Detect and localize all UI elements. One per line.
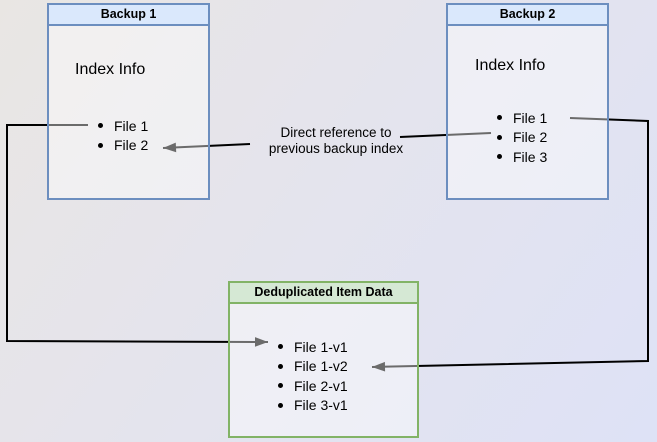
backup2-title: Backup 2 bbox=[448, 5, 607, 26]
file-entry: File 3-v1 bbox=[294, 397, 348, 414]
file-entry: File 3 bbox=[513, 148, 548, 165]
bullet-icon bbox=[278, 402, 283, 408]
reference-edge-label-line1: Direct reference to bbox=[280, 125, 392, 140]
list-item: File 1 bbox=[98, 116, 148, 136]
backup1-title: Backup 1 bbox=[49, 5, 208, 26]
bullet-icon bbox=[98, 123, 103, 129]
list-item: File 1-v2 bbox=[278, 357, 348, 377]
dedup-box: Deduplicated Item Data bbox=[228, 281, 419, 438]
bullet-icon bbox=[278, 344, 283, 350]
file-entry: File 1-v2 bbox=[294, 358, 348, 375]
list-item: File 3-v1 bbox=[278, 396, 348, 416]
bullet-icon bbox=[98, 142, 103, 148]
file-entry: File 1 bbox=[513, 109, 548, 126]
bullet-icon bbox=[278, 363, 283, 369]
backup2-box: Backup 2 bbox=[446, 3, 609, 200]
bullet-icon bbox=[497, 134, 502, 140]
reference-edge-label: Direct reference to previous backup inde… bbox=[246, 125, 426, 156]
reference-edge-label-line2: previous backup index bbox=[268, 140, 404, 156]
file-entry: File 2 bbox=[114, 137, 149, 154]
file-entry: File 1 bbox=[114, 117, 149, 134]
list-item: File 1-v1 bbox=[278, 337, 348, 357]
bullet-icon bbox=[278, 383, 283, 389]
list-item: File 2-v1 bbox=[278, 376, 348, 396]
list-item: File 2 bbox=[497, 128, 547, 148]
list-item: File 3 bbox=[497, 147, 547, 167]
file-entry: File 1-v1 bbox=[294, 338, 348, 355]
dedup-title: Deduplicated Item Data bbox=[230, 283, 417, 304]
bullet-icon bbox=[497, 115, 502, 121]
backup2-file-list: File 1 File 2 File 3 bbox=[497, 108, 547, 167]
backup2-subtitle: Index Info bbox=[475, 57, 546, 74]
file-entry: File 2 bbox=[513, 129, 548, 146]
backup1-file-list: File 1 File 2 bbox=[98, 116, 148, 155]
backup1-box: Backup 1 bbox=[47, 3, 210, 200]
list-item: File 2 bbox=[98, 136, 148, 156]
list-item: File 1 bbox=[497, 108, 547, 128]
backup1-subtitle: Index Info bbox=[75, 61, 146, 78]
dedup-file-list: File 1-v1 File 1-v2 File 2-v1 File 3-v1 bbox=[278, 337, 348, 415]
file-entry: File 2-v1 bbox=[294, 377, 348, 394]
bullet-icon bbox=[497, 154, 502, 160]
